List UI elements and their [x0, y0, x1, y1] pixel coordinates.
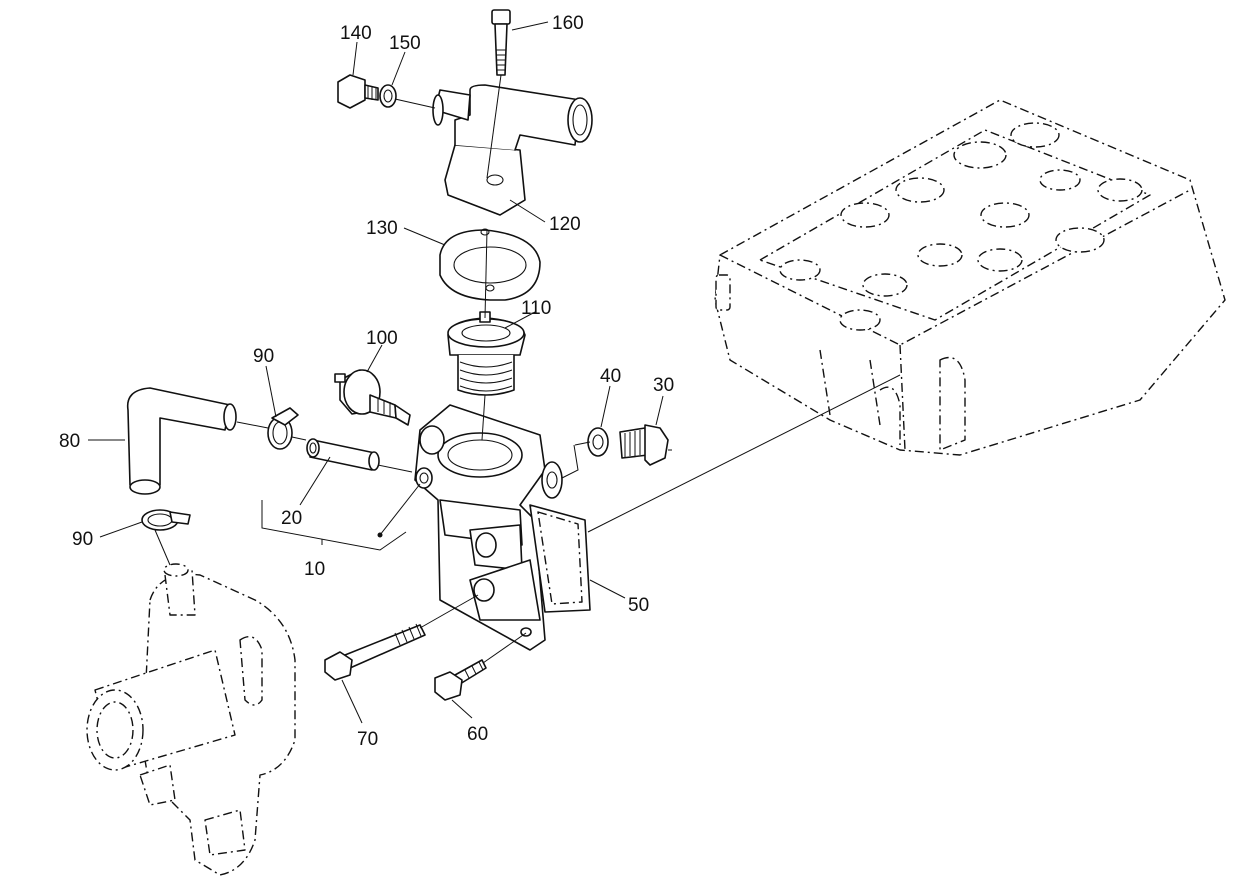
callout-40: 40: [600, 366, 621, 387]
callout-80: 80: [59, 431, 80, 452]
bypass-hose: [126, 387, 237, 495]
callout-50: 50: [628, 595, 649, 616]
water-outlet-pipe: [432, 84, 593, 216]
hose-clamp-lower: [141, 509, 191, 531]
callout-30: 30: [653, 375, 674, 396]
callout-120: 120: [549, 214, 581, 235]
thermostat-housing: [414, 404, 563, 651]
cylinder-head: [714, 99, 1226, 456]
plug-30: [619, 424, 669, 466]
callout-150: 150: [389, 33, 421, 54]
callout-160: 160: [552, 13, 584, 34]
water-pump: [86, 563, 296, 876]
reference-dot: [377, 532, 383, 538]
hose-clamp-upper: [267, 407, 299, 450]
callout-70: 70: [357, 729, 378, 750]
callout-100: 100: [366, 328, 398, 349]
callout-10: 10: [304, 559, 325, 580]
callout-110: 110: [521, 298, 551, 319]
callouts: 160 140 150 120 130 110 100 90 80 90 20 …: [59, 13, 674, 750]
thermostat: [447, 311, 526, 396]
washer-40: [587, 427, 609, 457]
plug-140: [337, 74, 379, 109]
assembly-lines: [154, 74, 901, 664]
bolt-60: [434, 659, 487, 701]
bolt-160: [491, 9, 511, 76]
housing-gasket: [529, 504, 591, 613]
bolt-70: [324, 623, 426, 681]
callout-130: 130: [366, 218, 398, 239]
callout-90-upper: 90: [253, 346, 274, 367]
callout-90-lower: 90: [72, 529, 93, 550]
washer-150: [379, 84, 397, 108]
callout-140: 140: [340, 23, 372, 44]
callout-20: 20: [281, 508, 302, 529]
thermostat-gasket: [439, 228, 541, 301]
temperature-sensor: [334, 369, 411, 426]
bypass-pipe: [306, 438, 380, 471]
callout-60: 60: [467, 724, 488, 745]
